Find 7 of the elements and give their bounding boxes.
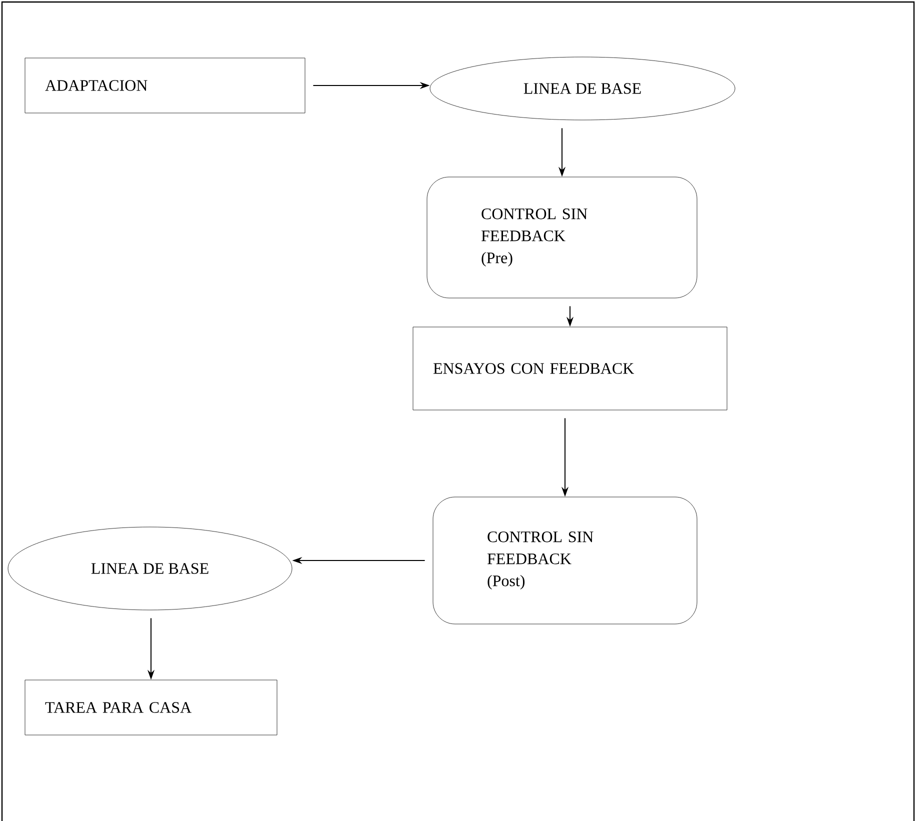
ellipse-node: LINEA DE BASE	[8, 526, 292, 610]
proc-box: ENSAYOS CON FEEDBACK	[412, 326, 728, 410]
rounded-box: CONTROL SIN FEEDBACK (Pre)	[426, 176, 698, 298]
proc-box: TAREA PARA CASA	[24, 680, 278, 736]
rounded-box: CONTROL SIN FEEDBACK (Post)	[432, 496, 698, 624]
ellipse-node: LINEA DE BASE	[430, 56, 736, 120]
proc-box: ADAPTACION	[24, 58, 306, 114]
